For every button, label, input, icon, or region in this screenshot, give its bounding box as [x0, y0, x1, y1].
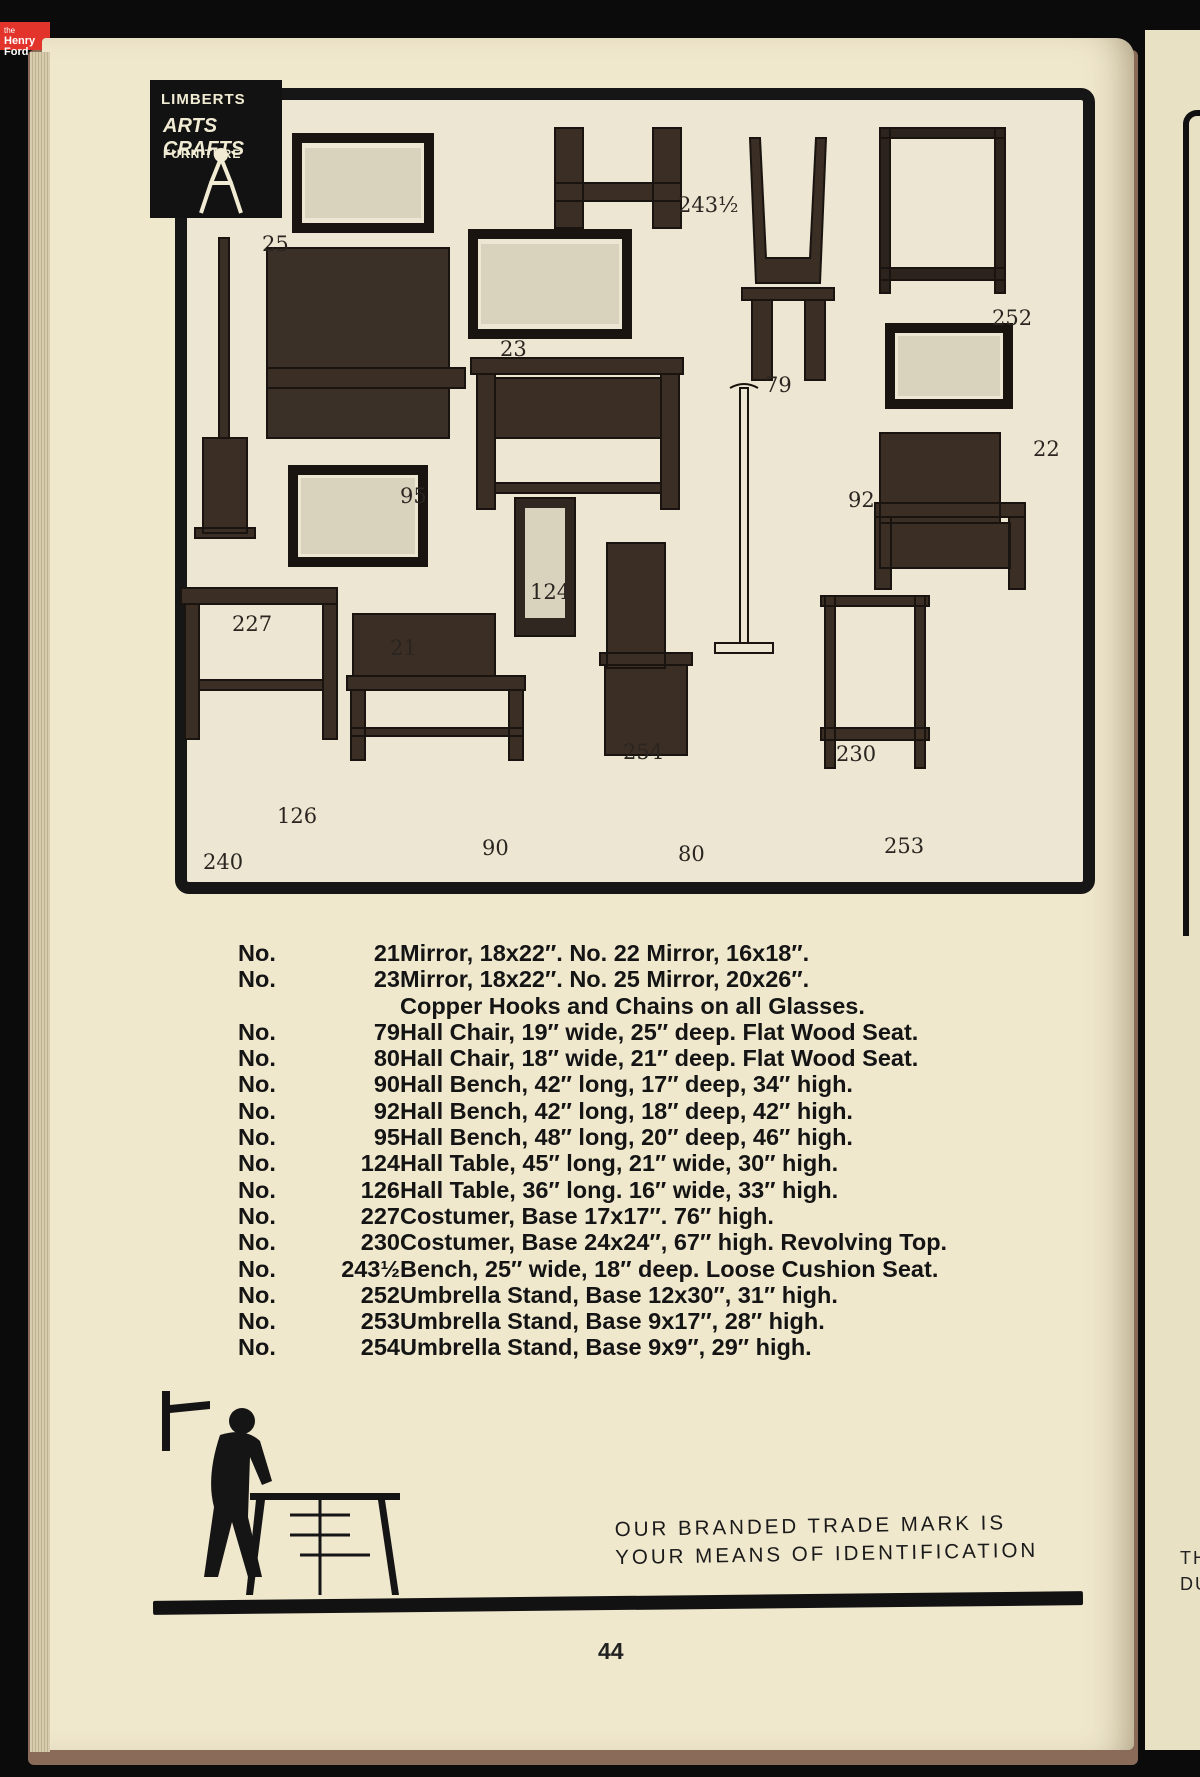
figure-label-124: 124 — [530, 580, 571, 604]
page-stack-edge — [30, 52, 50, 1752]
facing-page-border — [1183, 110, 1200, 936]
limbert-logo: LIMBERTS ARTS CRAFTS FURNITURE — [150, 80, 282, 218]
figure-label-80: 80 — [678, 842, 705, 866]
costumer-92 — [714, 383, 774, 654]
figure-label-243h: 243½ — [678, 193, 739, 217]
figure-label-253: 253 — [884, 834, 925, 858]
page-number: 44 — [598, 1638, 624, 1664]
figure-label-90: 90 — [482, 836, 509, 860]
costumer-227 — [194, 237, 256, 539]
facing-page: TH DU — [1145, 30, 1200, 1750]
trademark-tagline: OUR BRANDED TRADE MARK IS YOUR MEANS OF … — [614, 1511, 1039, 1570]
mirror-23 — [468, 229, 632, 339]
figure-label-227: 227 — [232, 612, 273, 636]
figure-label-252: 252 — [992, 306, 1033, 330]
bench-243 — [554, 127, 682, 229]
bench-90 — [346, 613, 526, 761]
craftsman-logo-icon — [199, 148, 243, 214]
bench-right — [874, 432, 1026, 590]
figure-label-126: 126 — [277, 804, 318, 828]
table-240 — [180, 587, 338, 740]
hall-chair-80 — [599, 542, 693, 756]
figure-label-254: 254 — [623, 740, 664, 764]
figure-label-79: 79 — [765, 373, 792, 397]
figure-label-92: 92 — [848, 488, 875, 512]
figure-label-25: 25 — [262, 232, 289, 256]
furniture-illustration — [180, 127, 1026, 769]
umbrella-stand-252 — [879, 127, 1006, 294]
figure-label-21: 21 — [390, 636, 417, 660]
hall-chair-79 — [741, 137, 835, 381]
facing-page-text: TH DU — [1180, 1548, 1200, 1594]
umbrella-stand-253 — [820, 595, 930, 769]
figure-label-95: 95 — [400, 484, 427, 508]
list-item: Copper Hooks and Chains on all Glasses. — [400, 992, 865, 1019]
hall-table-124 — [470, 357, 684, 510]
mirror-25 — [292, 133, 434, 233]
figure-label-22: 22 — [1033, 437, 1060, 461]
craftsman-illustration — [162, 1391, 400, 1595]
figure-label-230: 230 — [836, 742, 877, 766]
figure-label-23: 23 — [500, 337, 527, 361]
mirror-21 — [288, 465, 428, 567]
figure-label-240: 240 — [203, 850, 244, 874]
mirror-22 — [885, 323, 1013, 409]
henry-ford-watermark: the Henry Ford — [0, 22, 50, 58]
settle-95 — [266, 247, 450, 439]
